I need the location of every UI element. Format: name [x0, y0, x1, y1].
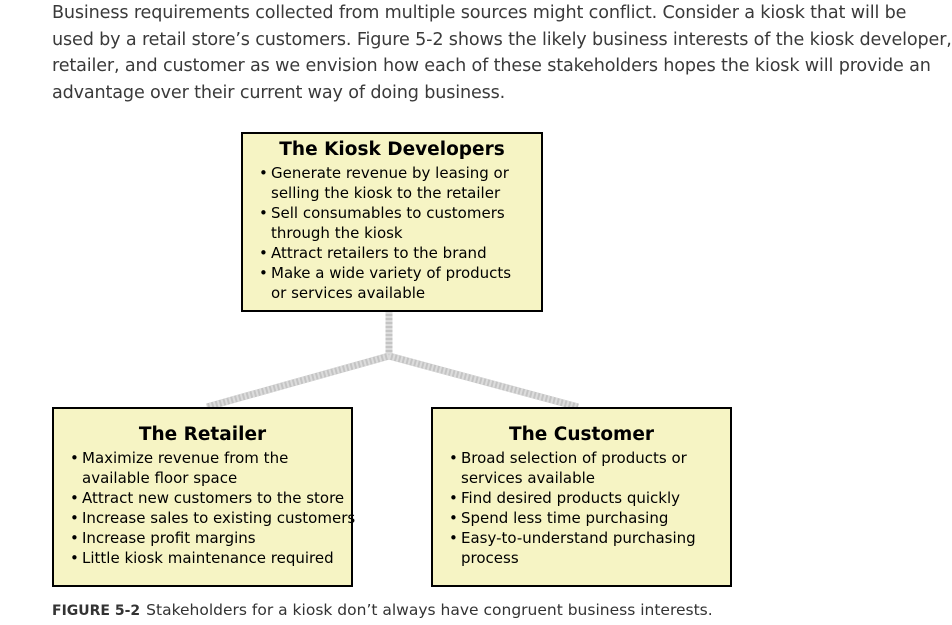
intro-line: advantage over their current way of doin… [52, 82, 506, 103]
list-item: Spend less time purchasing [449, 508, 730, 528]
list-item: Attract new customers to the store [70, 488, 351, 508]
list-item-text: Broad selection of products or [461, 449, 687, 467]
list-item-text: through the kiosk [271, 224, 403, 242]
customer-box: The Customer Broad selection of products… [431, 407, 732, 587]
intro-line: retailer, and customer as we envision ho… [52, 56, 931, 76]
figure-caption-text: Stakeholders for a kiosk don’t always ha… [146, 601, 713, 619]
list-item-text: Generate revenue by leasing or [271, 164, 509, 182]
list-item-text: Sell consumables to customers [271, 204, 505, 222]
list-item-text: Increase sales to existing customers [82, 509, 356, 527]
retailer-title: The Retailer [138, 424, 267, 445]
retailer-list: Maximize revenue from the available floo… [54, 448, 356, 568]
figure-caption-label: FIGURE 5-2 [52, 603, 141, 619]
list-item-text: Find desired products quickly [461, 489, 681, 507]
stakeholder-connector [206, 312, 579, 411]
list-item-text: or services available [271, 284, 426, 302]
list-item: Generate revenue by leasing or selling t… [259, 163, 541, 203]
list-item: Increase sales to existing customers [70, 508, 356, 528]
list-item-text: selling the kiosk to the retailer [271, 184, 501, 202]
retailer-box: The Retailer Maximize revenue from the a… [52, 407, 356, 587]
figure-caption: FIGURE 5-2 Stakeholders for a kiosk don’t… [52, 600, 713, 621]
list-item: Little kiosk maintenance required [70, 548, 351, 568]
list-item: Attract retailers to the brand [259, 243, 541, 263]
customer-list: Broad selection of products or services … [433, 448, 730, 568]
list-item-text: services available [461, 469, 596, 487]
kiosk-developers-list: Generate revenue by leasing or selling t… [243, 163, 541, 303]
kiosk-developers-title: The Kiosk Developers [279, 139, 505, 160]
intro-paragraph: Business requirements collected from mul… [52, 0, 952, 106]
list-item-text: Attract new customers to the store [82, 489, 345, 507]
list-item: Increase profit margins [70, 528, 351, 548]
connector-left-branch-texture [206, 352, 390, 411]
list-item-text: Easy-to-understand purchasing [461, 529, 696, 547]
list-item: Maximize revenue from the available floo… [70, 448, 351, 488]
list-item-text: Make a wide variety of products [271, 264, 512, 282]
intro-line: used by a retail store’s customers. Figu… [52, 29, 952, 50]
list-item-text: process [461, 549, 519, 567]
list-item: Sell consumables to customers through th… [259, 203, 541, 243]
intro-line: Business requirements collected from mul… [52, 3, 907, 23]
list-item-text: Attract retailers to the brand [271, 244, 487, 262]
list-item-text: Increase profit margins [82, 529, 256, 547]
list-item: Find desired products quickly [449, 488, 730, 508]
kiosk-developers-box: The Kiosk Developers Generate revenue by… [241, 132, 543, 312]
list-item-text: available floor space [82, 469, 238, 487]
list-item: Make a wide variety of products or servi… [259, 263, 541, 303]
connector-right-branch-texture [388, 352, 579, 411]
list-item: Easy-to-understand purchasing process [449, 528, 730, 568]
list-item-text: Little kiosk maintenance required [82, 549, 334, 567]
customer-title: The Customer [508, 424, 655, 445]
list-item: Broad selection of products or services … [449, 448, 730, 488]
list-item-text: Maximize revenue from the [82, 449, 289, 467]
list-item-text: Spend less time purchasing [461, 509, 669, 527]
